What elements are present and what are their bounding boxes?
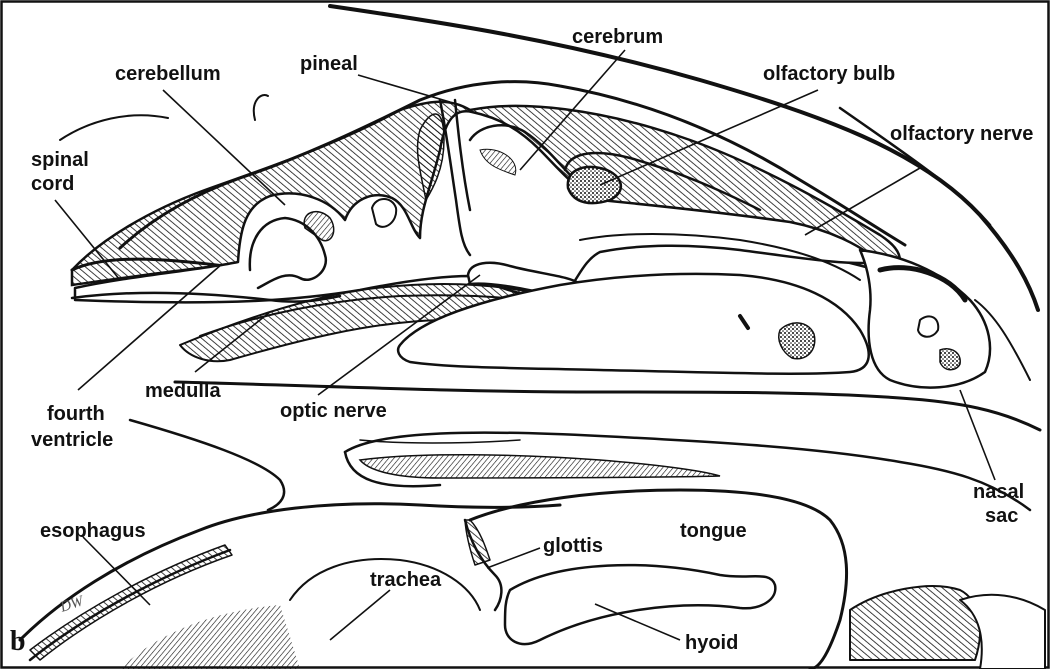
leader-glottis xyxy=(487,548,540,568)
label-cerebrum: cerebrum xyxy=(572,26,663,48)
label-nasal-sac-line-2: sac xyxy=(985,505,1018,527)
leader-pineal xyxy=(358,75,450,102)
label-trachea: trachea xyxy=(370,569,442,591)
label-olfactory-bulb: olfactory bulb xyxy=(763,63,895,85)
label-optic-nerve: optic nerve xyxy=(280,400,387,422)
artist-signature: DW xyxy=(57,593,87,616)
panel-letter: b xyxy=(10,626,26,657)
label-spinal-cord-line-1: spinal xyxy=(31,149,89,171)
label-fourth-ventricle-line-2: ventricle xyxy=(31,429,113,451)
label-nasal-sac-line-1: nasal xyxy=(973,481,1024,503)
label-glottis: glottis xyxy=(543,535,603,557)
label-cerebellum: cerebellum xyxy=(115,63,221,85)
label-tongue: tongue xyxy=(680,520,747,542)
label-olfactory-nerve: olfactory nerve xyxy=(890,123,1033,145)
palate-shading xyxy=(360,455,720,478)
label-esophagus: esophagus xyxy=(40,520,146,542)
label-medulla: medulla xyxy=(145,380,221,402)
nasal-region xyxy=(860,250,1030,388)
label-hyoid: hyoid xyxy=(685,632,738,654)
mouth-cavity xyxy=(130,382,1040,510)
label-fourth-ventricle-line-1: fourth xyxy=(47,403,105,425)
label-pineal: pineal xyxy=(300,53,358,75)
lower-structures xyxy=(20,490,1045,669)
leader-trachea xyxy=(330,590,390,640)
leader-nasal-sac xyxy=(960,390,995,480)
label-spinal-cord-line-2: cord xyxy=(31,173,74,195)
